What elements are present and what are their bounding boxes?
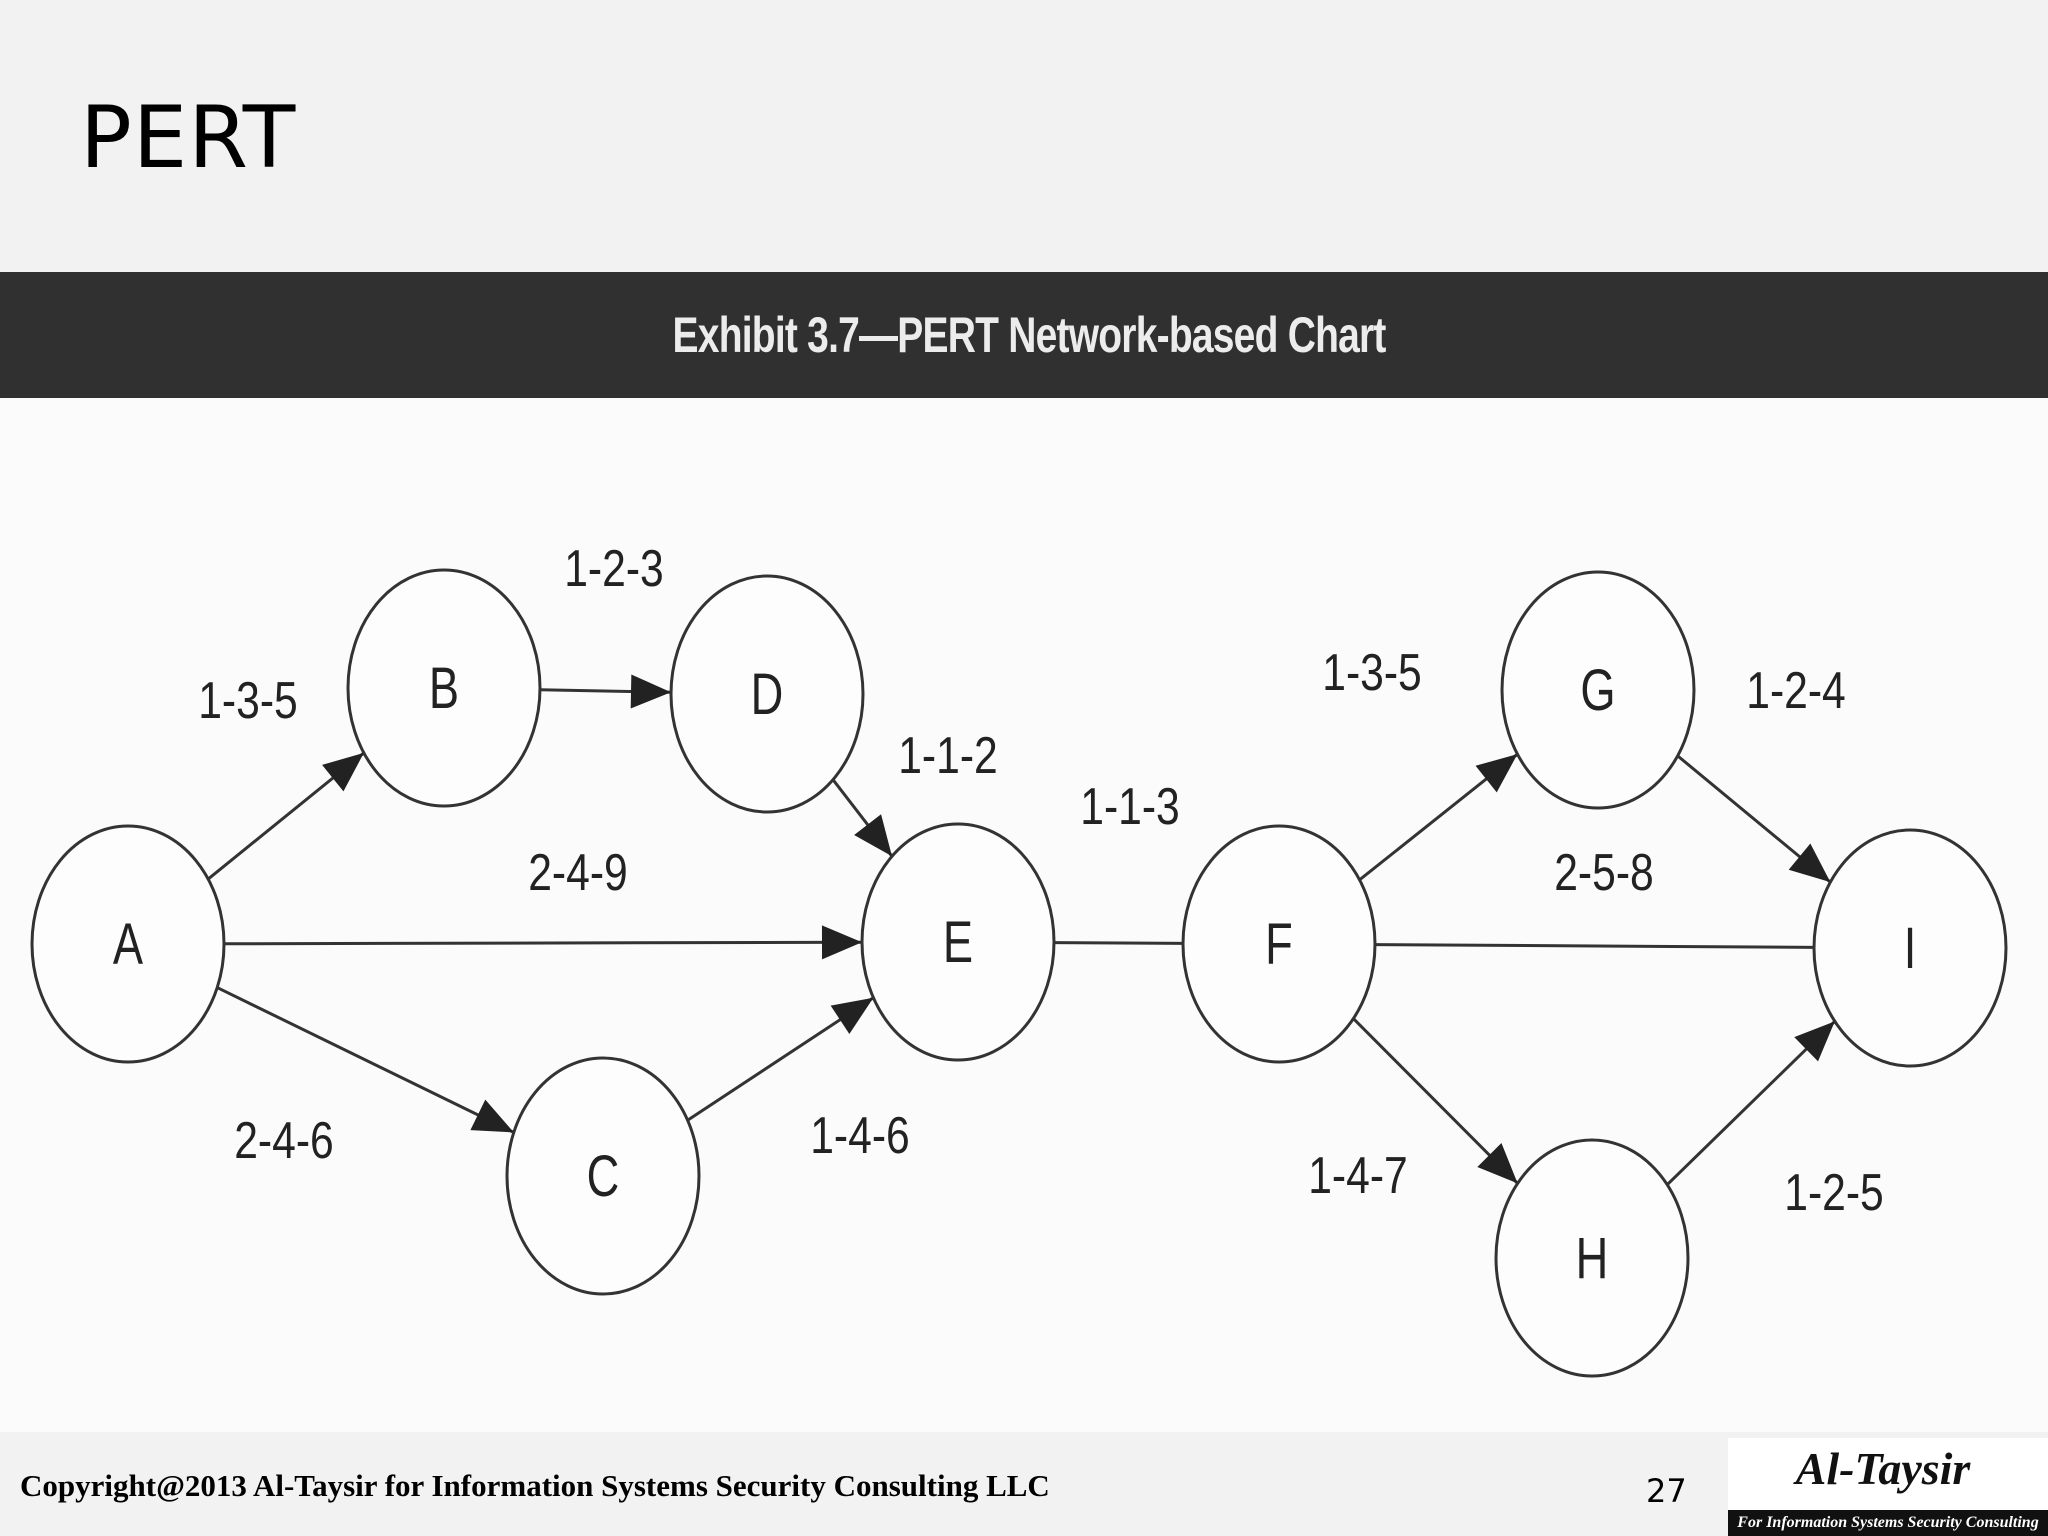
duration-label-a-e: 2-4-9 [528,844,628,902]
duration-label-f-g: 1-3-5 [1322,644,1422,702]
arrowhead-g-i [1788,843,1831,883]
node-label-f: F [1265,913,1293,978]
page-number: 27 [1646,1472,1687,1510]
exhibit-title: Exhibit 3.7—PERT Network-based Chart [672,307,1386,363]
duration-label-a-c: 2-4-6 [234,1112,334,1170]
node-label-i: I [1904,917,1917,982]
duration-label-e-f: 1-1-3 [1080,778,1180,836]
node-f [1181,824,1377,1064]
duration-label-g-i: 1-2-4 [1746,662,1846,720]
edge-f-i [1374,943,1815,949]
duration-label-c-e: 1-4-6 [810,1107,910,1165]
node-d [669,574,865,814]
node-b [346,568,542,808]
arrowhead-f-g [1475,754,1518,793]
arrowhead-a-b [322,752,364,792]
duration-label-h-i: 1-2-5 [1784,1164,1884,1222]
arrowhead-b-d [630,674,672,709]
arrowhead-h-i [1794,1021,1835,1062]
node-label-g: G [1580,659,1615,724]
logo-name: Al-Taysir [1795,1443,1971,1494]
duration-label-a-b: 1-3-5 [198,672,298,730]
node-label-c: C [587,1145,620,1210]
company-logo: Al-Taysir For Information Systems Securi… [1728,1438,2048,1536]
node-label-b: B [429,657,459,722]
pert-network-diagram: A B C D E F G H I 1-3-5 1-1-2 2-4-9 2-4-6 1-4-6 1-1-3… [30,540,2008,1378]
node-a [30,824,226,1064]
node-label-d: D [751,663,784,728]
edge-a-e [223,940,863,946]
arrowhead-a-c [470,1099,514,1133]
duration-label-b-d: 1-2-3 [564,540,664,598]
node-h [1494,1138,1690,1378]
slide-footer: Copyright@2013 Al-Taysir for Information… [0,1432,2048,1536]
node-e [860,822,1056,1062]
arrowhead-d-e [854,814,893,857]
node-label-h: H [1576,1227,1609,1292]
duration-label-f-h: 1-4-7 [1308,1147,1408,1205]
edge-e-f [1053,941,1184,945]
edge-a-c [216,986,515,1134]
node-label-a: A [113,913,143,978]
duration-label-d-e: 1-1-2 [898,727,998,785]
node-i [1812,828,2008,1068]
logo-tagline: For Information Systems Security Consult… [1728,1510,2048,1536]
arrowhead-f-h [1477,1143,1518,1184]
exhibit-header: Exhibit 3.7—PERT Network-based Chart [0,272,2048,398]
arrowhead-c-e [830,997,874,1034]
node-label-e: E [943,911,973,976]
node-c [505,1056,701,1296]
copyright-notice: Copyright@2013 Al-Taysir for Information… [20,1468,1050,1503]
exhibit-figure: Exhibit 3.7—PERT Network-based Chart A B C… [0,272,2048,1432]
arrowhead-a-e [821,925,863,960]
slide-title: PERT [80,88,297,188]
duration-label-f-i: 2-5-8 [1554,844,1654,902]
node-g [1500,570,1696,810]
